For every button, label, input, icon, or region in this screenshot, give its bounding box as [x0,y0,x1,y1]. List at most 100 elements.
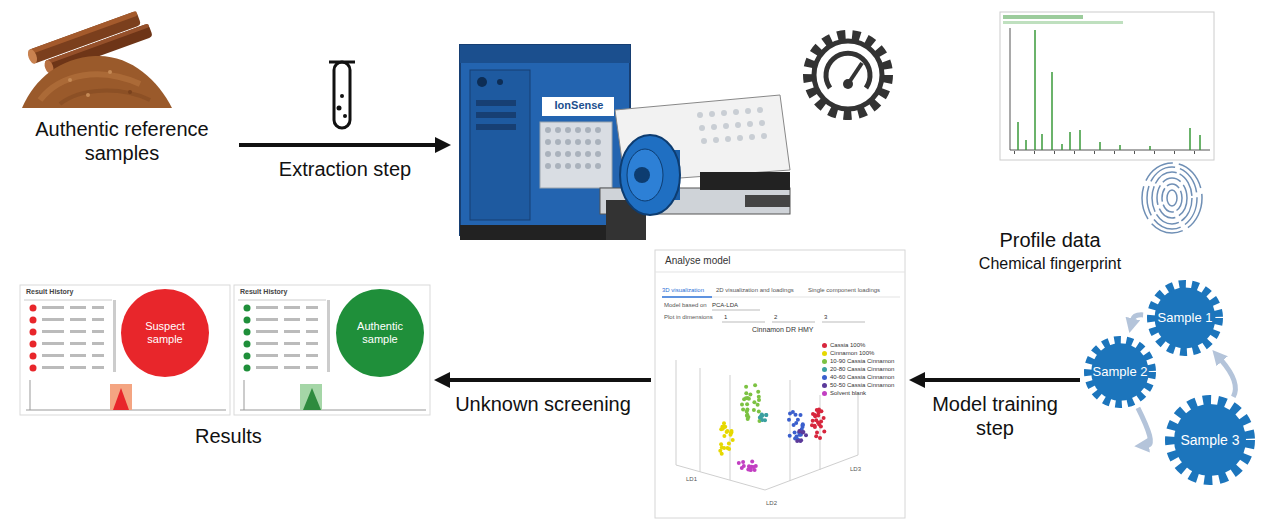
sample-photo: Authentic reference samples [10,5,235,170]
gear-teeth [1088,340,1151,403]
node-text: Suspect sample [130,320,200,346]
scatter-dot [788,434,792,438]
legend-text: 40-60 Cassia Cinnamon [830,374,894,380]
cycle-arrow [1221,360,1235,397]
legend-text: Solvent blank [830,390,866,396]
scatter-dot [822,429,826,433]
cycle-arrow [1133,315,1144,320]
node-text: Profile data [970,228,1130,252]
tab-label: 2D visualization and loadings [716,287,794,294]
node-text: Authentic reference samples [17,117,227,165]
scatter-dot [745,402,749,406]
scatter-dot [787,418,791,422]
scatter-dot [798,429,802,433]
gear-body [1155,288,1216,349]
scatter-dot [725,430,729,434]
scatter-dot [744,391,748,395]
scatter-dot [741,408,745,412]
edge-label: Extraction step [250,157,440,181]
analysis-screenshot [655,250,905,518]
scatter-dot [756,403,760,407]
legend-swatch [822,359,827,364]
scatter-dot [741,460,745,464]
legend-swatch [822,343,827,348]
scatter-dot [815,431,819,435]
plot-title: Cinnamon DR HMY [752,326,813,334]
scatter-points [718,383,826,472]
scatter-dot [813,425,817,429]
gauge-gear-icon [808,35,888,115]
gear-teeth [1170,400,1249,479]
scatter-dot [794,421,798,425]
scatter-dot [720,446,724,450]
scatter-dot [740,402,744,406]
field-value: 1 [724,314,727,321]
scatter-dot [758,415,762,419]
cinnamon-illustration [22,8,172,108]
scatter-dot [748,392,752,396]
scatter-dot [745,410,749,414]
profile-data-group: Profile dataChemical fingerprint [970,8,1220,280]
result-screenshot [234,285,430,415]
scatter-dot [742,464,746,468]
scatter-dot [730,429,734,433]
instrument-illustration [460,45,790,240]
scatter-dot [822,416,826,420]
verdict-circle: Suspect sample [121,289,209,377]
scatter-dot [799,438,803,442]
sample-gear: Sample 2 [1084,336,1156,408]
scatter-dot [759,414,763,418]
edge-label: Unknown screening [438,392,648,416]
scatter-dot [747,397,751,401]
scatter-dot [753,383,757,387]
node-text: Result History [240,288,330,296]
scatter-dot [719,442,723,446]
section-caption: Results [195,424,262,448]
legend-swatch [822,383,827,388]
legend-text: 50-50 Cassia Cinnamon [830,382,894,388]
scatter-dot [804,433,808,437]
scatter-dot [794,413,798,417]
flow-arrow [923,378,1080,382]
scatter-dot [757,398,761,402]
scatter-dot [756,390,760,394]
tab-label: 3D visualization [662,287,704,294]
scatter-dot [797,429,801,433]
test-tube-icon [329,62,355,128]
scatter-dot [744,385,748,389]
node-text: Sample 3 [1180,432,1239,449]
result-screenshot [20,285,230,415]
axis-label: LD3 [850,466,861,473]
node-text: Sample 1 [1158,310,1213,326]
field-label: Plot in dimensions [664,314,713,321]
legend-text: Cassia 100% [830,342,865,348]
sample-gear: Sample 3 [1165,395,1255,485]
node-text: IonSense [544,99,614,112]
verdict-circle: Authentic sample [336,289,424,377]
scatter-dot [801,422,805,426]
node-text: Result History [26,288,116,296]
scatter-dot [795,439,799,443]
gear-teeth [1152,285,1219,352]
sample-gear: Sample 1 [1147,280,1223,356]
tab-label: Single component loadings [808,287,880,294]
scatter-dot [752,400,756,404]
scatter-dot [753,468,757,472]
axis-label: LD2 [766,500,777,507]
legend-text: 20-80 Cassia Cinnamon [830,366,894,372]
fingerprint-icon [1142,163,1202,233]
scatter-dot [814,434,818,438]
scatter-dot [815,408,819,412]
scatter-dot [801,430,805,434]
legend-text: 10-90 Cassia Cinnamon [830,358,894,364]
scatter-dot [748,468,752,472]
scatter-dot [719,427,723,431]
scatter-dot [722,421,726,425]
scatter-dot [813,414,817,418]
scatter-dot [737,461,741,465]
scatter-dot [750,459,754,463]
scatter-dot [729,433,733,437]
field-value: 2 [774,314,777,321]
scatter-dot [818,436,822,440]
node-text: Analyse model [665,255,815,267]
